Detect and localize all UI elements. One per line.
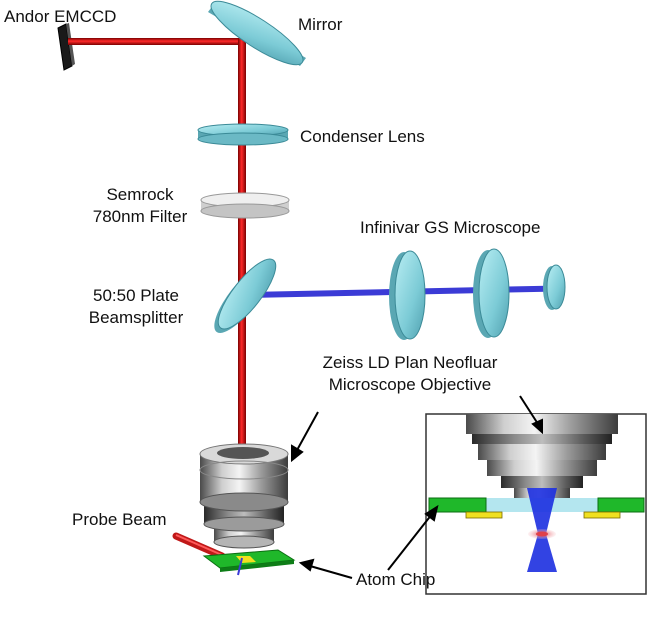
arrow-objective-to-main bbox=[291, 411, 319, 463]
label-condenser-lens: Condenser Lens bbox=[300, 127, 425, 146]
arrow-atomchip-to-inset bbox=[387, 504, 439, 571]
camera-emccd bbox=[57, 23, 75, 71]
semrock-filter bbox=[200, 192, 290, 219]
infinivar-lens-2 bbox=[473, 248, 510, 338]
objective-inset bbox=[425, 413, 647, 595]
imaging-beam-vertical bbox=[238, 38, 246, 450]
label-mirror: Mirror bbox=[298, 15, 343, 34]
label-infinivar-microscope: Infinivar GS Microscope bbox=[360, 218, 541, 237]
infinivar-lens-1 bbox=[389, 250, 426, 340]
mirror bbox=[208, 0, 306, 66]
arrow-atomchip-to-main bbox=[298, 558, 353, 579]
label-probe-beam: Probe Beam bbox=[72, 510, 167, 529]
beamsplitter-plate bbox=[214, 258, 277, 333]
label-semrock-line2: 780nm Filter bbox=[92, 207, 188, 226]
atom-chip bbox=[202, 549, 296, 576]
imaging-beam-horizontal bbox=[68, 38, 246, 45]
label-beamsplitter-line1: 50:50 Plate bbox=[92, 286, 179, 305]
condenser-lens bbox=[197, 123, 289, 146]
probe-beam bbox=[172, 532, 226, 560]
microscope-objective bbox=[199, 443, 289, 549]
label-beamsplitter-line2: Beamsplitter bbox=[88, 308, 184, 327]
label-atom-chip: Atom Chip bbox=[356, 570, 436, 589]
infinivar-lens-3 bbox=[543, 264, 566, 310]
label-zeiss-line2: Microscope Objective bbox=[328, 375, 492, 394]
label-andor-emccd: Andor EMCCD bbox=[4, 7, 117, 26]
label-zeiss-line1: Zeiss LD Plan Neofluar bbox=[322, 353, 498, 372]
arrow-objective-to-inset bbox=[519, 395, 543, 435]
label-semrock-line1: Semrock bbox=[106, 185, 174, 204]
